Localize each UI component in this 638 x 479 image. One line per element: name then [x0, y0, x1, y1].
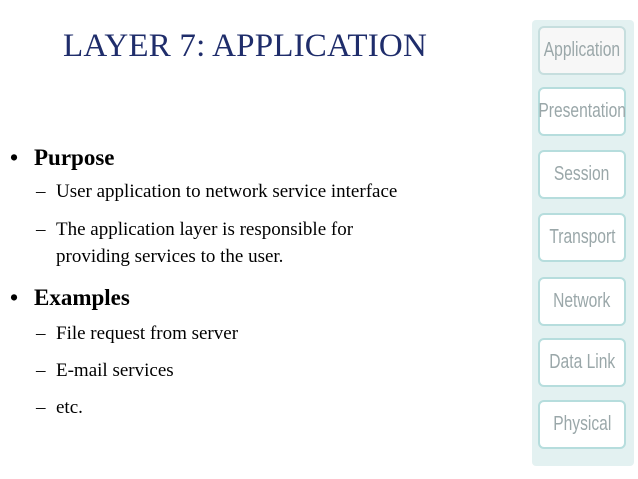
- sub-item: –File request from server: [36, 320, 238, 347]
- osi-layer-session: Session: [538, 150, 626, 199]
- osi-layer-label: Application: [543, 39, 621, 61]
- bullet-purpose: • Purpose: [10, 145, 115, 171]
- osi-layer-presentation: Presentation: [538, 87, 626, 136]
- bullet-label: Purpose: [34, 145, 115, 170]
- sub-item-continuation: providing services to the user.: [56, 246, 284, 267]
- bullet-label: Examples: [34, 285, 130, 310]
- dash-icon: –: [36, 219, 46, 240]
- sub-item: –User application to network service int…: [36, 178, 397, 205]
- sub-item: –E-mail services: [36, 357, 174, 384]
- sub-item-text: User application to network service inte…: [56, 181, 398, 202]
- dash-icon: –: [36, 181, 46, 202]
- osi-layer-transport: Transport: [538, 213, 626, 262]
- bullet-examples: • Examples: [10, 285, 130, 311]
- osi-layer-physical: Physical: [538, 400, 626, 449]
- sub-item-text: File request from server: [56, 323, 239, 344]
- osi-layer-label: Physical: [552, 413, 612, 435]
- osi-layer-label: Data Link: [549, 351, 615, 373]
- sub-item: –etc.: [36, 394, 83, 421]
- bullet-icon: •: [10, 285, 19, 310]
- sub-item-text: E-mail services: [56, 360, 174, 381]
- dash-icon: –: [36, 323, 46, 344]
- bullet-icon: •: [10, 145, 19, 170]
- sub-item: –The application layer is responsible fo…: [36, 216, 353, 270]
- osi-layer-data-link: Data Link: [538, 338, 626, 387]
- sub-item-text: etc.: [56, 397, 83, 418]
- osi-layer-label: Network: [553, 290, 611, 312]
- osi-layer-label: Transport: [548, 226, 616, 248]
- osi-layer-application: Application: [538, 26, 626, 75]
- dash-icon: –: [36, 360, 46, 381]
- slide-title: LAYER 7: APPLICATION: [63, 28, 427, 64]
- osi-model-graphic: Application Presentation Session Transpo…: [532, 20, 634, 466]
- osi-layer-label: Session: [554, 163, 610, 185]
- sub-item-text: The application layer is responsible for: [56, 219, 354, 240]
- osi-layer-label: Presentation: [538, 100, 626, 122]
- osi-layer-network: Network: [538, 277, 626, 326]
- dash-icon: –: [36, 397, 46, 418]
